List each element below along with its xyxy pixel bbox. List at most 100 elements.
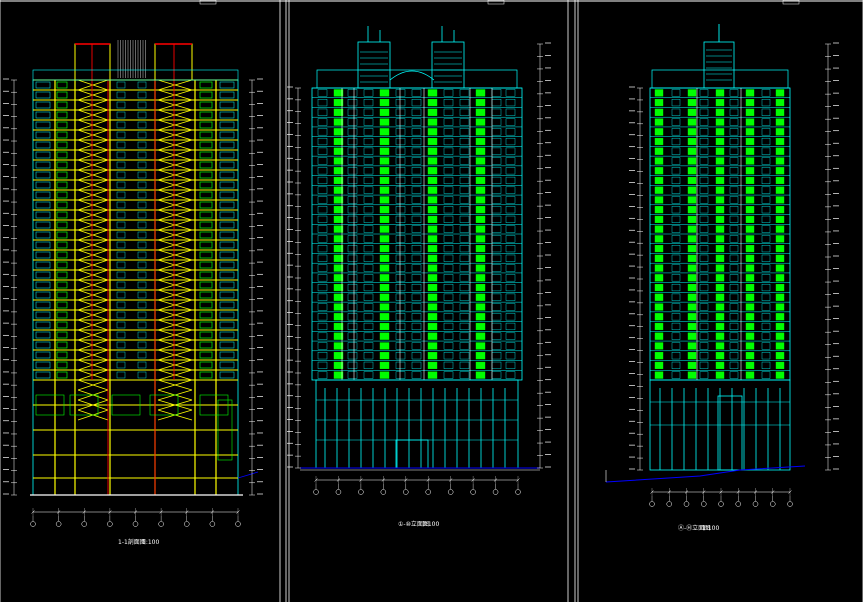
window: [491, 167, 502, 175]
window: [729, 206, 739, 214]
window: [333, 128, 344, 136]
window: [729, 235, 739, 243]
sheet-label-box: [782, 0, 800, 5]
window: [491, 215, 502, 223]
window: [775, 293, 785, 301]
window: [687, 361, 697, 369]
window: [379, 89, 390, 97]
window: [56, 181, 68, 189]
stair-flight: [157, 109, 193, 121]
window: [761, 313, 771, 321]
window: [116, 131, 126, 139]
grid-bubble: [55, 521, 62, 527]
window: [745, 361, 755, 369]
window: [317, 274, 328, 282]
window: [395, 264, 406, 272]
window: [411, 235, 422, 243]
window: [347, 196, 358, 204]
window: [427, 342, 438, 350]
window: [363, 89, 374, 97]
window: [459, 361, 470, 369]
stair-flight: [157, 119, 193, 131]
window: [137, 91, 147, 99]
window: [363, 186, 374, 194]
window: [35, 291, 51, 299]
window: [137, 261, 147, 269]
window: [475, 352, 486, 360]
window: [745, 108, 755, 116]
window: [333, 254, 344, 262]
window: [745, 176, 755, 185]
window: [395, 206, 406, 214]
window: [699, 245, 709, 253]
stair-flight: [77, 139, 109, 151]
window: [395, 176, 406, 185]
window: [491, 264, 502, 272]
window: [411, 137, 422, 146]
window: [491, 157, 502, 165]
window: [715, 322, 725, 331]
window: [654, 225, 664, 233]
window: [775, 118, 785, 126]
stair-flight: [157, 79, 193, 91]
window: [687, 235, 697, 243]
window: [687, 313, 697, 321]
window: [411, 371, 422, 379]
stair-flight: [157, 299, 193, 311]
section-drawing: [3, 40, 263, 527]
stair-flight: [77, 249, 109, 261]
window: [505, 264, 516, 272]
window: [671, 206, 681, 214]
window: [729, 313, 739, 321]
window: [347, 293, 358, 301]
window: [715, 128, 725, 136]
stair-flight: [157, 139, 193, 151]
roof-tower: [703, 41, 735, 89]
window: [654, 89, 664, 97]
window: [317, 128, 328, 136]
window: [654, 303, 664, 311]
window: [491, 186, 502, 194]
grid-bubble: [787, 501, 793, 507]
window: [347, 322, 358, 331]
window: [56, 141, 68, 149]
window: [687, 283, 697, 292]
window: [219, 131, 235, 139]
window: [761, 264, 771, 272]
window: [715, 264, 725, 272]
roof-parapet: [651, 69, 789, 89]
window: [116, 341, 126, 349]
window: [671, 89, 681, 97]
podium-outline: [315, 379, 519, 469]
window: [199, 221, 213, 229]
window: [35, 121, 51, 129]
window: [715, 342, 725, 350]
stair-flight: [157, 379, 193, 391]
window: [699, 137, 709, 146]
window: [699, 118, 709, 126]
window: [347, 89, 358, 97]
stair-flight: [157, 239, 193, 251]
window: [395, 235, 406, 243]
window: [333, 108, 344, 116]
window: [379, 99, 390, 107]
window: [427, 176, 438, 185]
window: [671, 196, 681, 204]
window: [699, 352, 709, 360]
window: [56, 211, 68, 219]
window: [411, 283, 422, 292]
window: [729, 108, 739, 116]
window: [347, 332, 358, 340]
window: [745, 235, 755, 243]
window: [745, 128, 755, 136]
window: [427, 361, 438, 369]
window: [333, 157, 344, 165]
window: [116, 91, 126, 99]
window: [715, 108, 725, 116]
window: [347, 313, 358, 321]
window: [411, 157, 422, 165]
window: [699, 303, 709, 311]
window: [475, 293, 486, 301]
window: [317, 215, 328, 223]
window: [761, 186, 771, 194]
